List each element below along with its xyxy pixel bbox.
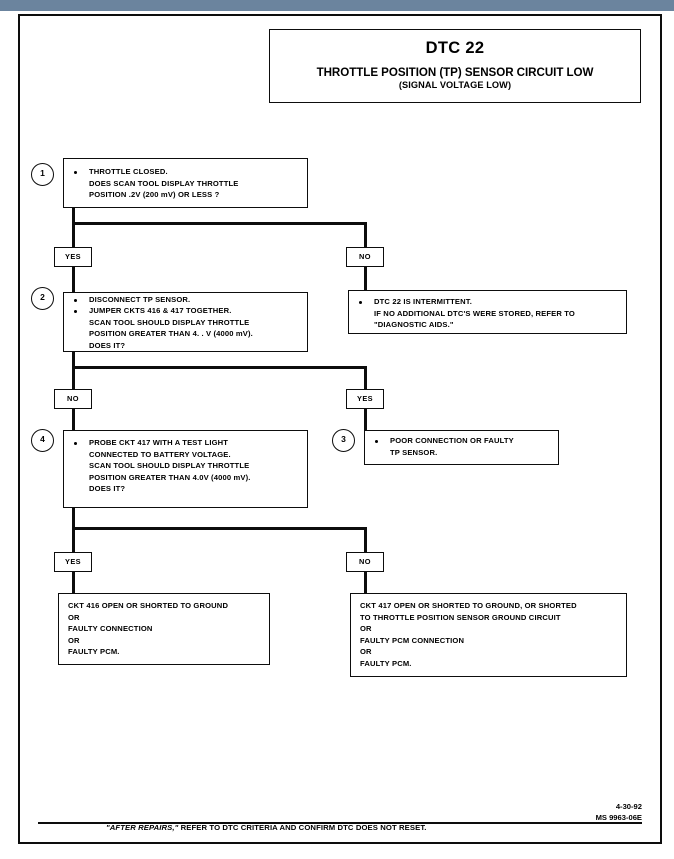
result-box-right: CKT 417 OPEN OR SHORTED TO GROUND, OR SH… — [350, 593, 627, 677]
title-block: DTC 22 THROTTLE POSITION (TP) SENSOR CIR… — [269, 29, 641, 103]
intermittent-text: DTC 22 IS INTERMITTENT. IF NO ADDITIONAL… — [374, 297, 575, 330]
result-box-left: CKT 416 OPEN OR SHORTED TO GROUND OR FAU… — [58, 593, 270, 665]
connector-row2-left-drop — [72, 366, 76, 390]
step-box-1: THROTTLE CLOSED. DOES SCAN TOOL DISPLAY … — [63, 158, 308, 208]
footer-note-emphasis: "AFTER REPAIRS," — [106, 823, 179, 832]
connector-row1-bus — [72, 222, 367, 226]
connector-row3-left-drop — [72, 527, 76, 553]
footer-code: MS 9963-06E — [595, 813, 642, 822]
connector-step4-entry — [72, 409, 76, 431]
result-left-text: CKT 416 OPEN OR SHORTED TO GROUND OR FAU… — [68, 601, 229, 657]
bullet-icon — [359, 301, 363, 305]
connector-row1-right-drop — [364, 222, 368, 248]
connector-result-right-entry — [364, 572, 368, 594]
footer-note-rest: REFER TO DTC CRITERIA AND CONFIRM DTC DO… — [178, 823, 427, 832]
bullet-icon — [375, 440, 379, 444]
footer-date: 4-30-92 — [615, 802, 642, 811]
step-box-3: POOR CONNECTION OR FAULTY TP SENSOR. — [364, 430, 559, 465]
step-3-text: POOR CONNECTION OR FAULTY TP SENSOR. — [390, 436, 514, 457]
step-number-2: 2 — [31, 287, 54, 310]
connector-step2-entry — [72, 267, 76, 293]
result-right-text: CKT 417 OPEN OR SHORTED TO GROUND, OR SH… — [360, 601, 577, 668]
step-box-2: DISCONNECT TP SENSOR. JUMPER CKTS 416 & … — [63, 292, 308, 352]
connector-row1-left-drop — [72, 222, 76, 248]
connector-intermittent-entry — [364, 267, 368, 291]
diagnostic-page: DTC 22 THROTTLE POSITION (TP) SENSOR CIR… — [18, 14, 662, 844]
branch-label-row3-right: NO — [346, 552, 384, 572]
step-2-text: JUMPER CKTS 416 & 417 TOGETHER. SCAN TOO… — [89, 306, 253, 350]
step-box-4: PROBE CKT 417 WITH A TEST LIGHT CONNECTE… — [63, 430, 308, 508]
step-number-3: 3 — [332, 429, 355, 452]
step-2-text-line1: DISCONNECT TP SENSOR. — [89, 295, 191, 304]
bullet-icon — [74, 310, 78, 314]
branch-label-row2-right: YES — [346, 389, 384, 409]
step-number-4: 4 — [31, 429, 54, 452]
connector-row2-right-drop — [364, 366, 368, 390]
connector-step3-entry — [364, 409, 368, 431]
step-4-text: PROBE CKT 417 WITH A TEST LIGHT CONNECTE… — [89, 438, 251, 494]
page-subtitle: THROTTLE POSITION (TP) SENSOR CIRCUIT LO… — [316, 66, 594, 79]
branch-label-row2-left: NO — [54, 389, 92, 409]
page-subtitle-secondary: (SIGNAL VOLTAGE LOW) — [398, 80, 512, 90]
footer-note: "AFTER REPAIRS," REFER TO DTC CRITERIA A… — [106, 823, 427, 832]
result-box-intermittent: DTC 22 IS INTERMITTENT. IF NO ADDITIONAL… — [348, 290, 627, 334]
step-1-text: THROTTLE CLOSED. DOES SCAN TOOL DISPLAY … — [89, 167, 239, 200]
page-title: DTC 22 — [425, 39, 485, 57]
branch-label-row1-left: YES — [54, 247, 92, 267]
bullet-icon — [74, 442, 78, 446]
step-number-1: 1 — [31, 163, 54, 186]
connector-step4-stem — [72, 508, 76, 530]
bullet-icon — [74, 299, 78, 303]
connector-row3-right-drop — [364, 527, 368, 553]
window-top-band — [0, 0, 674, 11]
connector-row3-bus — [72, 527, 367, 531]
connector-row2-bus — [72, 366, 367, 370]
connector-step1-stem — [72, 206, 76, 225]
connector-result-left-entry — [72, 572, 76, 594]
branch-label-row1-right: NO — [346, 247, 384, 267]
connector-step2-stem — [72, 350, 76, 369]
document-code-block: 4-30-92 MS 9963-06E — [596, 801, 642, 823]
branch-label-row3-left: YES — [54, 552, 92, 572]
footer-divider — [38, 822, 642, 824]
bullet-icon — [74, 171, 78, 175]
